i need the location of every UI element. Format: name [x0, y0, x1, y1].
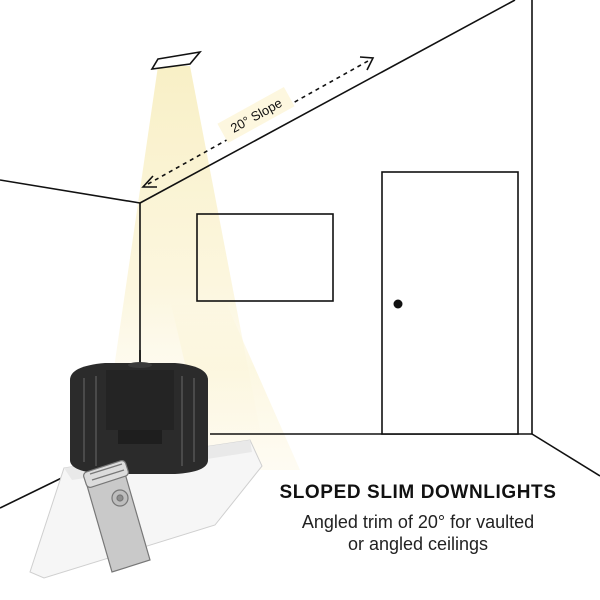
spring-clip: [83, 460, 151, 573]
sloped-ceiling-line: [139, 0, 516, 204]
door: [381, 171, 519, 435]
room-outline: [0, 0, 600, 509]
caption-headline: SLOPED SLIM DOWNLIGHTS: [279, 482, 557, 503]
door-knob-icon: [393, 299, 403, 309]
left-ceiling-edge: [0, 179, 141, 204]
wall-picture-frame: [196, 213, 334, 302]
ceiling-fixture-icon: [150, 50, 202, 71]
caption-line-2: or angled ceilings: [347, 534, 489, 554]
floor-right-line: [531, 433, 600, 477]
caption-description: Angled trim of 20° for vaulted or angled…: [244, 511, 592, 555]
caption-line-1: Angled trim of 20° for vaulted: [301, 512, 535, 532]
downlight-product: [29, 350, 263, 579]
